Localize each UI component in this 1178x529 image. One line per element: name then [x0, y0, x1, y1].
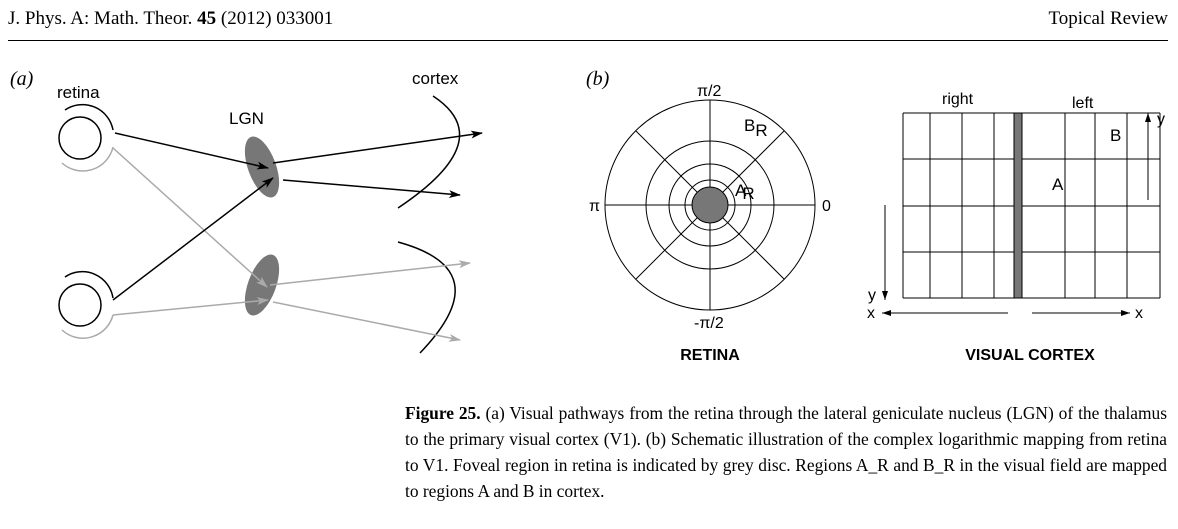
y-label-left: y: [868, 287, 876, 304]
angle-bottom: -π/2: [694, 315, 724, 332]
eye-bottom: [58, 270, 114, 339]
year-issue: (2012) 033001: [220, 8, 334, 29]
figure-number: Figure 25.: [405, 403, 481, 423]
header-rule: [8, 40, 1168, 41]
angle-right: 0: [822, 198, 831, 215]
region-br: BR: [744, 116, 768, 140]
volume: 45: [197, 8, 217, 29]
cortex-region-a: A: [1052, 175, 1064, 194]
panel-a: (a) retina LGN cortex: [10, 68, 483, 354]
retina-label: retina: [57, 83, 100, 102]
y-label-right: y: [1157, 111, 1165, 128]
lgn-bottom: [244, 254, 280, 316]
retina-title: RETINA: [680, 347, 740, 364]
figure-caption: Figure 25. (a) Visual pathways from the …: [405, 400, 1167, 504]
right-label: right: [942, 91, 974, 108]
eye-top: [58, 103, 114, 172]
x-label-right: x: [1135, 305, 1143, 322]
cortex-grid: [902, 112, 1161, 299]
midline-bar: [1013, 112, 1023, 299]
lgn-label: LGN: [229, 109, 264, 128]
axis-arrows: [882, 113, 1151, 316]
panel-a-label: (a): [10, 68, 34, 90]
journal-name: J. Phys. A: Math. Theor.: [8, 8, 193, 29]
section-name: Topical Review: [1048, 8, 1169, 29]
caption-text: (a) Visual pathways from the retina thro…: [405, 403, 1168, 501]
running-header: J. Phys. A: Math. Theor. 45 (2012) 03300…: [8, 8, 333, 30]
angle-left: π: [589, 198, 600, 215]
panel-b-retina: [604, 99, 816, 311]
angle-top: π/2: [697, 83, 721, 100]
cortex-bottom: [397, 241, 456, 354]
cortex-label: cortex: [412, 69, 459, 88]
cortex-title: VISUAL CORTEX: [965, 347, 1095, 364]
panel-b-label: (b): [586, 68, 610, 90]
fovea-disc: [691, 186, 729, 224]
left-label: left: [1072, 95, 1094, 112]
region-ar: AR: [735, 181, 755, 203]
x-label-left: x: [867, 305, 875, 322]
cortex-region-b: B: [1110, 126, 1121, 145]
pathways: [112, 130, 483, 342]
